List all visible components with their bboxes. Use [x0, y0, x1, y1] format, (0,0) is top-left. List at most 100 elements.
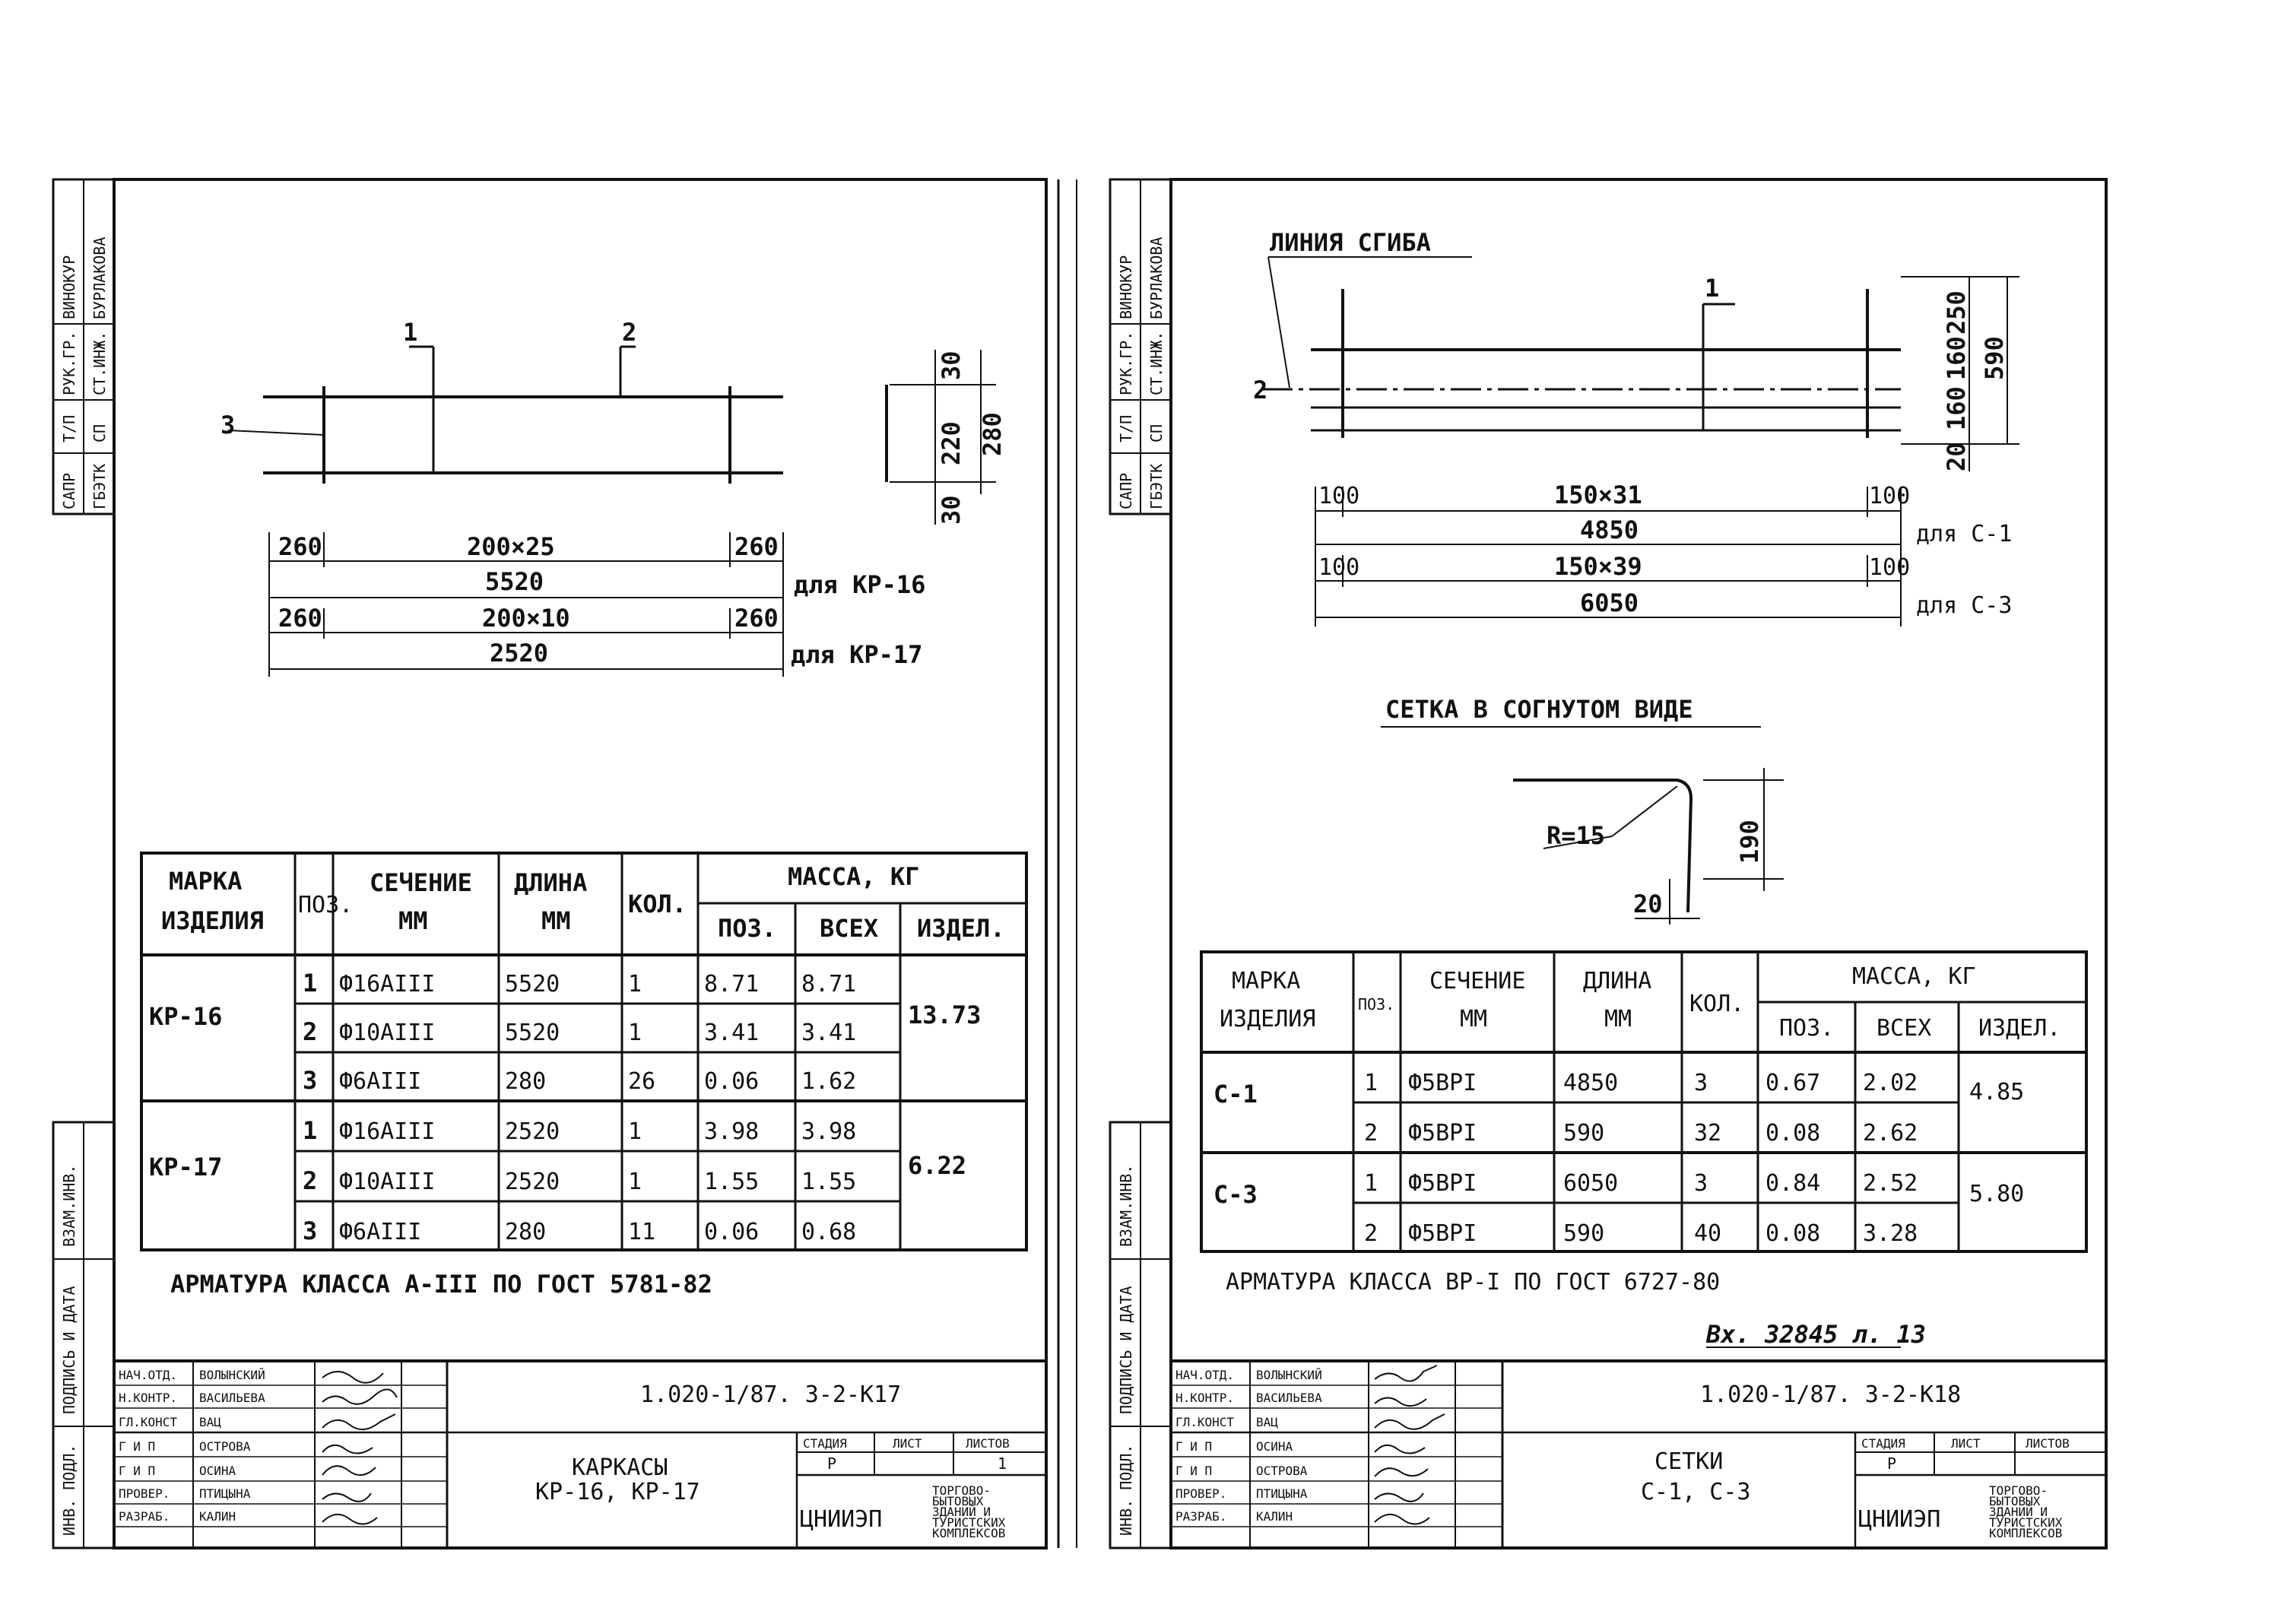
cell: 32 — [1694, 1120, 1721, 1147]
table-header: ПОЗ. — [298, 892, 353, 918]
strip-label: ВИНОКУР — [60, 255, 78, 319]
cell: Ф10АIII — [339, 1169, 435, 1195]
cell: Ф5ВРI — [1408, 1170, 1477, 1197]
table-header: ПОЗ. — [1779, 1015, 1834, 1042]
organization-sub: ТУРИСТСКИХ — [932, 1515, 1006, 1530]
stage-label: ЛИСТОВ — [966, 1436, 1010, 1451]
organization-sub: БЫТОВЫХ — [1989, 1494, 2041, 1508]
bent-dim: 190 — [1735, 820, 1764, 864]
cell: Ф16АIII — [339, 971, 435, 998]
staff-role: ПРОВЕР. — [119, 1486, 170, 1501]
strip-label: БУРЛАКОВА — [1147, 237, 1166, 319]
strip-label: ГБЭТК — [1147, 464, 1166, 509]
signature — [1374, 1492, 1424, 1502]
cell: 5520 — [505, 1020, 560, 1046]
signature — [322, 1388, 398, 1405]
dim-label: 200×10 — [482, 604, 570, 633]
organization-sub: БЫТОВЫХ — [932, 1494, 984, 1508]
leader-label: 1 — [403, 318, 417, 347]
staff-name: КАЛИН — [1256, 1509, 1293, 1524]
dim-label: 100 — [1869, 554, 1910, 581]
cell: 11 — [628, 1219, 655, 1245]
side-strip-top-left: ВИНОКУР БУРЛАКОВА РУК.ГР. СТ.ИНЖ. Т/П СП… — [52, 178, 116, 515]
dim-label: 260 — [734, 532, 779, 561]
spec-table-right: МАРКА ИЗДЕЛИЯ ПОЗ. СЕЧЕНИЕ ММ ДЛИНА ММ К… — [1200, 950, 2088, 1253]
reinforcement-note: АРМАТУРА КЛАССА ВР-I ПО ГОСТ 6727-80 — [1226, 1269, 1720, 1296]
cell: 1.55 — [801, 1169, 856, 1195]
section-dim: 30 — [937, 495, 966, 525]
organization: ЦНИИЭП — [800, 1506, 882, 1533]
staff-role: ГЛ.КОНСТ — [1175, 1415, 1234, 1429]
cell: 1 — [1364, 1170, 1378, 1197]
cell: 1 — [628, 1020, 642, 1046]
dim-label: 150×31 — [1554, 481, 1642, 509]
cell: 2.62 — [1863, 1120, 1918, 1147]
table-header: ВСЕХ — [820, 914, 878, 943]
strip-label: ВЗАМ.ИНВ. — [60, 1165, 78, 1247]
cell: 0.67 — [1765, 1070, 1820, 1096]
cell: 8.71 — [801, 971, 856, 998]
table-header: ПОЗ. — [718, 914, 776, 943]
section-dim: 280 — [978, 412, 1007, 456]
staff-name: ОСТРОВА — [1256, 1464, 1308, 1478]
sheet-left: ВИНОКУР БУРЛАКОВА РУК.ГР. СТ.ИНЖ. Т/П СП… — [52, 178, 1060, 1549]
side-strip-top-right: ВИНОКУР БУРЛАКОВА РУК.ГР. СТ.ИНЖ. Т/П СП… — [1109, 178, 1172, 515]
strip-label: САПР — [1117, 473, 1135, 509]
cell: 1 — [628, 1169, 642, 1195]
strip-label: ПОДПИСЬ И ДАТА — [60, 1286, 78, 1414]
dimension-chains: 260 200×25 260 5520 для КР-16 260 200×10… — [268, 532, 925, 677]
staff-role: ПРОВЕР. — [1175, 1486, 1226, 1501]
cell: Ф5ВРI — [1408, 1120, 1477, 1147]
signature — [322, 1444, 373, 1454]
strip-label: СП — [1147, 424, 1166, 442]
staff-name: ОСИНА — [1256, 1439, 1293, 1454]
staff-name: ПТИЦЫНА — [1256, 1486, 1308, 1501]
document-code: 1.020-1/87. 3-2-К18 — [1700, 1381, 1961, 1408]
signature — [322, 1413, 396, 1430]
strip-label: ИНВ. ПОДЛ. — [1117, 1445, 1135, 1536]
table-header: ИЗДЕЛИЯ — [1220, 1006, 1315, 1032]
cell: 26 — [628, 1068, 655, 1095]
side-dim: 590 — [1980, 336, 2009, 380]
table-header: ВСЕХ — [1877, 1015, 1931, 1042]
staff-role: РАЗРАБ. — [119, 1509, 170, 1524]
cell: 1.62 — [801, 1068, 856, 1095]
dim-label: 5520 — [485, 567, 544, 596]
dim-label: 100 — [1869, 483, 1910, 509]
signature — [322, 1492, 372, 1502]
organization-sub: ЗДАНИЙ И — [932, 1505, 991, 1519]
strip-label: СП — [90, 424, 109, 442]
side-dim: 160 — [1942, 336, 1971, 380]
side-strip-bottom-right: ВЗАМ.ИНВ. ПОДПИСЬ И ДАТА ИНВ. ПОДЛ. — [1109, 1121, 1172, 1549]
staff-role: Н.КОНТР. — [119, 1391, 177, 1405]
side-dim: 160 — [1942, 386, 1971, 430]
staff-role: НАЧ.ОТД. — [119, 1368, 177, 1382]
stage-label: ЛИСТ — [1951, 1436, 1981, 1451]
side-strip-bottom-left: ВЗАМ.ИНВ. ПОДПИСЬ И ДАТА ИНВ. ПОДЛ. — [52, 1121, 116, 1549]
table-header: ИЗДЕЛ. — [1978, 1015, 2061, 1042]
cell: Ф10АIII — [339, 1020, 435, 1046]
cell: 1 — [1364, 1070, 1378, 1096]
cell: 1 — [303, 1116, 317, 1145]
staff-name: КАЛИН — [199, 1509, 236, 1524]
table-header: ИЗДЕЛИЯ — [161, 906, 264, 935]
signature — [322, 1465, 376, 1476]
cell: 3.98 — [801, 1118, 856, 1145]
strip-label: ИНВ. ПОДЛ. — [60, 1445, 78, 1536]
cell: 590 — [1563, 1220, 1604, 1247]
dim-label: 100 — [1318, 554, 1359, 581]
cell: 2 — [303, 1166, 317, 1195]
strip-label: Т/П — [60, 415, 78, 442]
cell: 3 — [1694, 1170, 1708, 1197]
cell: 0.68 — [801, 1219, 856, 1245]
staff-role: РАЗРАБ. — [1175, 1509, 1226, 1524]
staff-role: Н.КОНТР. — [1175, 1391, 1234, 1405]
product-mass: 5.80 — [1969, 1181, 2024, 1207]
dim-label: 6050 — [1580, 588, 1639, 617]
table-header: ДЛИНА — [514, 868, 587, 897]
cell: Ф5ВРI — [1408, 1070, 1477, 1096]
cell: Ф5ВРI — [1408, 1220, 1477, 1247]
dim-label: 260 — [278, 604, 322, 633]
table-header: ПОЗ. — [1358, 995, 1394, 1013]
cell: Ф6АIII — [339, 1219, 421, 1245]
